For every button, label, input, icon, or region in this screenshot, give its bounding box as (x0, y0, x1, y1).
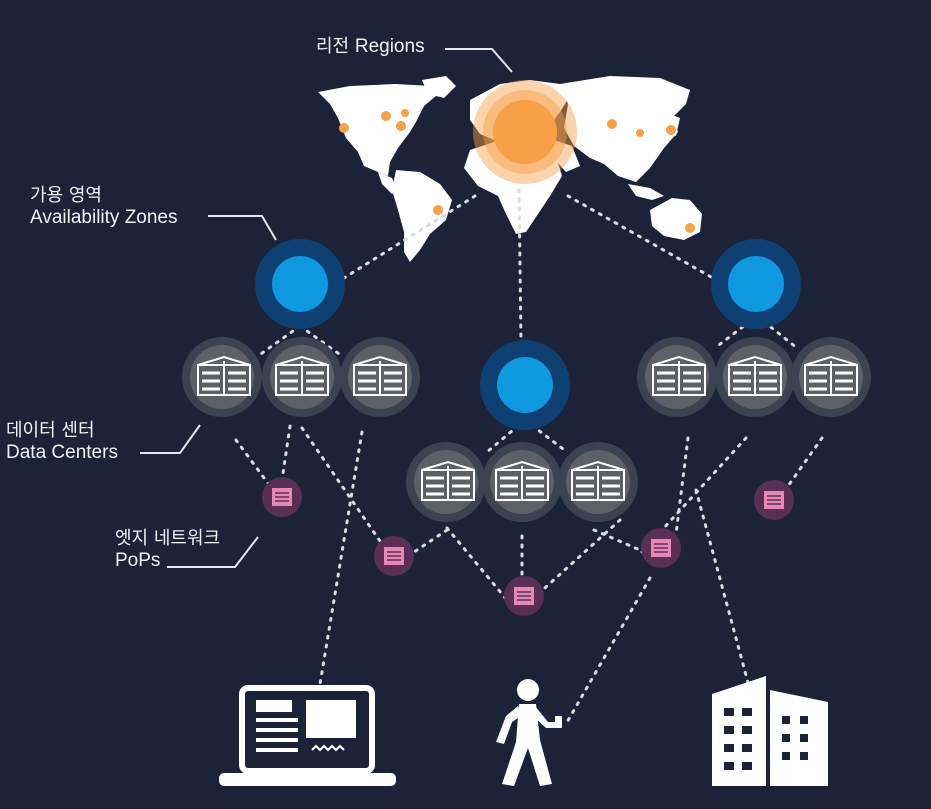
region-marker (381, 111, 391, 121)
map-se-asia (628, 184, 664, 200)
connection (280, 424, 292, 482)
label-az-ko: 가용 영역 (30, 185, 102, 206)
pop (374, 536, 414, 576)
connection (445, 526, 509, 602)
label-data-centers: 데이터 센터 Data Centers (6, 420, 118, 464)
laptop-icon (219, 685, 396, 786)
connection (256, 324, 302, 358)
edge-pop-icon (650, 538, 672, 558)
label-az-en: Availability Zones (30, 207, 178, 228)
region-marker (685, 223, 695, 233)
connection (300, 426, 384, 546)
map-north-america (318, 84, 436, 176)
label-pops-ko: 엣지 네트워크 (115, 528, 221, 549)
connection (412, 528, 449, 554)
data-center (414, 450, 478, 514)
connection (674, 436, 690, 536)
map-australia (650, 198, 702, 240)
dotted-connections (234, 188, 824, 726)
edge-pop-icon (513, 586, 535, 606)
connection (298, 324, 344, 358)
data-center-group-center (406, 442, 638, 522)
availability-zone (255, 239, 345, 329)
region-marker (401, 109, 409, 117)
data-center (645, 345, 709, 409)
label-pops: 엣지 네트워크 PoPs (115, 528, 220, 572)
data-center (190, 345, 254, 409)
office-building-icon (712, 676, 828, 786)
leader-regions (445, 48, 513, 73)
region-marker (666, 125, 676, 135)
data-center-group-right (637, 337, 871, 417)
data-center-group-left (182, 337, 420, 417)
label-dc-ko: 데이터 센터 (6, 420, 95, 441)
connection (566, 194, 722, 284)
edge-pop-icon (763, 490, 785, 510)
connection (534, 518, 622, 598)
walking-person-icon (496, 679, 562, 786)
availability-zone (711, 239, 801, 329)
connection (786, 436, 824, 488)
pop (504, 576, 544, 616)
region-marker (396, 121, 406, 131)
connection (694, 488, 752, 692)
pop (262, 477, 302, 517)
edge-pop-icon (271, 487, 293, 507)
leader-dc (140, 424, 201, 454)
leader-pops (167, 536, 259, 568)
map-greenland (422, 76, 456, 98)
connection (592, 528, 642, 552)
leader-lines (140, 48, 513, 568)
map-africa (464, 140, 562, 234)
region-marker (433, 205, 443, 215)
edge-pop-icon (383, 546, 405, 566)
label-regions-en: Regions (354, 36, 425, 57)
connection (564, 576, 652, 726)
pop (754, 480, 794, 520)
map-arabia (548, 138, 580, 172)
connection (318, 430, 364, 686)
region-marker (339, 123, 349, 133)
leader-az (208, 215, 277, 241)
region-marker (607, 119, 617, 129)
label-regions-ko: 리전 (316, 36, 350, 57)
connection (517, 188, 523, 344)
map-asia (560, 76, 690, 182)
availability-zone (480, 340, 570, 430)
connection (234, 438, 272, 488)
label-dc-en: Data Centers (6, 442, 118, 463)
label-availability-zones: 가용 영역 Availability Zones (30, 185, 178, 229)
region-highlight-europe (473, 80, 577, 184)
label-regions: 리전 Regions (316, 36, 425, 58)
region-marker (636, 129, 644, 137)
region-markers (339, 109, 695, 233)
pop (641, 528, 681, 568)
connection (342, 194, 477, 280)
label-pops-en: PoPs (115, 550, 161, 571)
